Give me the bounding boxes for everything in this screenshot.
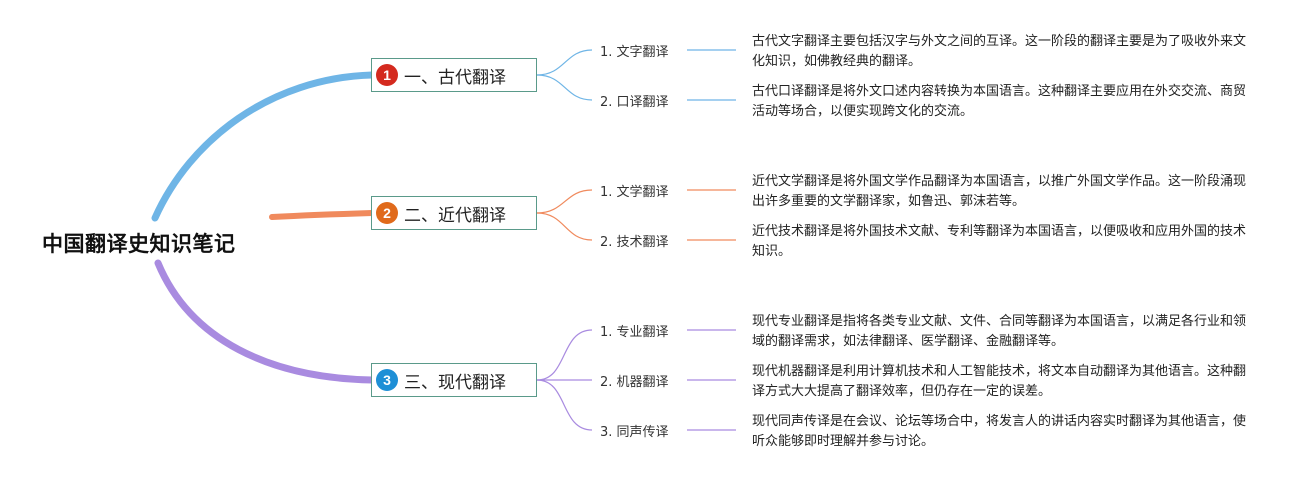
sub-connector — [536, 379, 593, 431]
note-simultaneous-interpretation: 现代同声传译是在会议、论坛等场合中，将发言人的讲话内容实时翻译为其他语言，使听众… — [752, 414, 1247, 449]
sub-connector — [536, 189, 593, 214]
sub-connector — [536, 329, 593, 381]
number-badge-icon: 2 — [376, 202, 398, 224]
sub-connector — [536, 74, 593, 101]
subtopic-simultaneous-interpretation[interactable]: 3. 同声传译 — [600, 425, 669, 440]
subtopic-oral-interpretation[interactable]: 2. 口译翻译 — [600, 95, 669, 110]
branch-modern-early — [269, 210, 375, 220]
topic-early-modern-translation[interactable]: 2 二、近代翻译 — [371, 196, 537, 230]
sub-connector — [536, 49, 593, 76]
note-professional-translation: 现代专业翻译是指将各类专业文献、文件、合同等翻译为本国语言，以满足各行业和领域的… — [752, 314, 1247, 349]
root-topic[interactable]: 中国翻译史知识笔记 — [42, 232, 236, 256]
topic-ancient-translation[interactable]: 1 一、古代翻译 — [371, 58, 537, 92]
subtopic-text-translation[interactable]: 1. 文字翻译 — [600, 45, 669, 60]
number-badge-icon: 1 — [376, 64, 398, 86]
note-technical-translation: 近代技术翻译是将外国技术文献、专利等翻译为本国语言，以便吸收和应用外国的技术知识… — [752, 224, 1247, 259]
topic-contemporary-translation[interactable]: 3 三、现代翻译 — [371, 363, 537, 397]
subtopic-professional-translation[interactable]: 1. 专业翻译 — [600, 325, 669, 340]
note-text-translation: 古代文字翻译主要包括汉字与外文之间的互译。这一阶段的翻译主要是为了吸收外来文化知… — [752, 34, 1247, 69]
topic-label: 二、近代翻译 — [404, 205, 506, 226]
note-oral-interpretation: 古代口译翻译是将外文口述内容转换为本国语言。这种翻译主要应用在外交交流、商贸活动… — [752, 84, 1247, 119]
branch-ancient — [151, 71, 376, 222]
note-machine-translation: 现代机器翻译是利用计算机技术和人工智能技术，将文本自动翻译为其他语言。这种翻译方… — [752, 364, 1247, 399]
sub-connector — [536, 212, 593, 241]
note-literary-translation: 近代文学翻译是将外国文学作品翻译为本国语言，以推广外国文学作品。这一阶段涌现出许… — [752, 174, 1247, 209]
topic-label: 一、古代翻译 — [404, 67, 506, 88]
subtopic-literary-translation[interactable]: 1. 文学翻译 — [600, 185, 669, 200]
number-badge-icon: 3 — [376, 369, 398, 391]
branch-contemporary — [154, 259, 376, 384]
subtopic-machine-translation[interactable]: 2. 机器翻译 — [600, 375, 669, 390]
subtopic-technical-translation[interactable]: 2. 技术翻译 — [600, 235, 669, 250]
topic-label: 三、现代翻译 — [404, 372, 506, 393]
